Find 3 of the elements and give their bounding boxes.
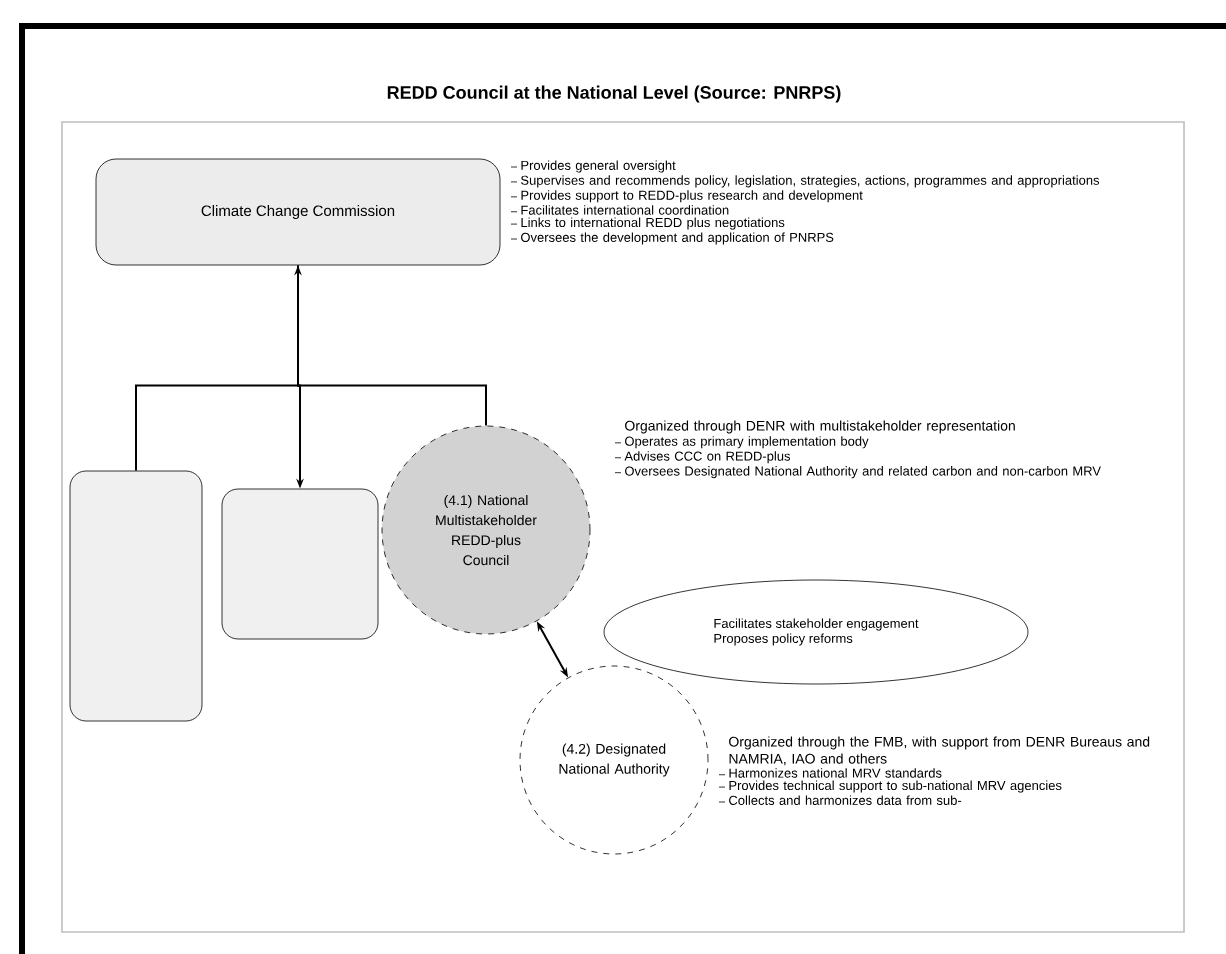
empty-box [69,470,203,722]
title: REDD Council at the National Level (Source: PNRPS) [387,85,841,103]
empty-box [221,488,379,640]
